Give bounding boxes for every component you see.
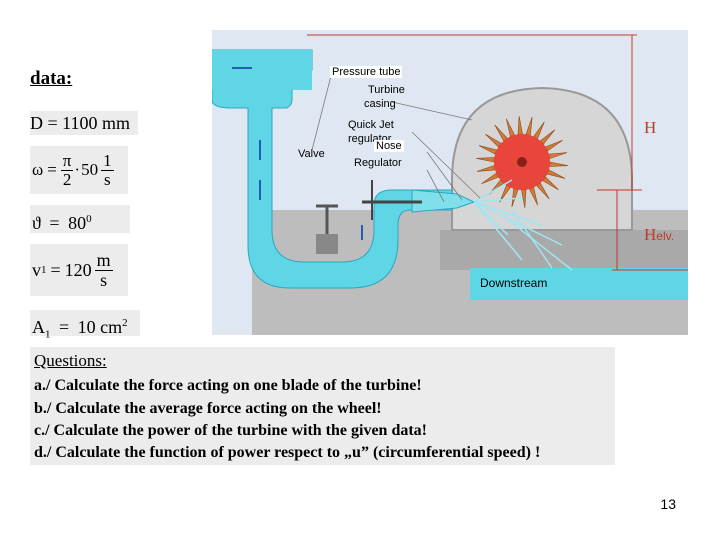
fraction-denominator: 2 — [62, 169, 72, 189]
unit-numerator: 1 — [101, 150, 114, 171]
a-subscript: 1 — [45, 328, 51, 341]
unit-numerator: m — [94, 249, 113, 271]
area-exponent: 2 — [122, 317, 128, 329]
formula-angular-velocity: ω = π 2 · 50 1 s — [30, 146, 128, 194]
question-b: b./ Calculate the average force acting o… — [34, 400, 382, 417]
angle-value: 80 — [68, 213, 87, 233]
headwater — [212, 50, 312, 90]
data-heading: data: — [30, 68, 73, 89]
pelton-turbine-diagram: Pressure tube Turbine casing Quick Jet r… — [212, 30, 688, 335]
page-number: 13 — [660, 496, 676, 512]
area-value: 10 cm — [77, 317, 123, 337]
omega-factor: 50 — [81, 160, 99, 179]
water-spray — [473, 179, 573, 271]
label-head-elv-main: H — [644, 225, 657, 244]
formula-area: A1 = 10 cm2 — [30, 310, 140, 341]
symbol-v: v — [32, 259, 41, 280]
flow-arrows — [232, 67, 363, 240]
equals-sign: = — [50, 259, 61, 280]
formula-angle: ϑ = 800 — [30, 205, 130, 233]
leader-lines — [311, 71, 481, 203]
turbine-illustration — [212, 34, 688, 335]
equals-sign: = — [47, 160, 57, 179]
question-a: a./ Calculate the force acting on one bl… — [34, 377, 422, 394]
label-valve: Valve — [298, 148, 325, 160]
symbol-omega: ω — [32, 160, 44, 179]
symbol-d: D — [30, 113, 43, 133]
unit-fraction: 1 s — [101, 150, 114, 189]
multiply-dot: · — [74, 160, 81, 179]
label-head-elv-sub: elv. — [656, 229, 675, 243]
label-downstream: Downstream — [480, 276, 548, 290]
valve-body — [316, 234, 338, 254]
unit-denominator: s — [100, 269, 108, 290]
equals-sign: = — [47, 113, 58, 133]
pi-over-two-fraction: π 2 — [60, 150, 74, 189]
label-regulator: Regulator — [354, 157, 402, 169]
diameter-value: 1100 mm — [62, 113, 130, 133]
label-nose: Nose — [374, 140, 404, 152]
label-casing: casing — [364, 98, 396, 110]
v-subscript: 1 — [41, 264, 47, 276]
equals-sign: = — [59, 317, 70, 337]
label-quick-jet: Quick Jet — [348, 119, 394, 131]
symbol-theta: ϑ — [32, 213, 41, 233]
questions-box: Questions: a./ Calculate the force actin… — [30, 347, 615, 465]
velocity-value: 120 — [64, 259, 92, 280]
label-turbine: Turbine — [368, 84, 405, 96]
dimension-lines — [307, 34, 688, 271]
downstream-water — [470, 268, 688, 300]
label-pressure-tube: Pressure tube — [330, 66, 403, 78]
formula-diameter: D = 1100 mm — [30, 111, 138, 135]
label-head-h: H — [644, 118, 657, 137]
label-head-elv: Helv. — [644, 225, 674, 245]
question-d: d./ Calculate the function of power resp… — [34, 444, 541, 461]
unit-denominator: s — [104, 169, 111, 189]
symbol-a: A — [32, 317, 45, 337]
runner-hub — [517, 157, 527, 167]
questions-heading: Questions: — [34, 351, 107, 370]
angle-degree: 0 — [86, 213, 92, 225]
equals-sign: = — [49, 213, 60, 233]
question-c: c./ Calculate the power of the turbine w… — [34, 422, 427, 439]
velocity-unit-fraction: m s — [94, 249, 113, 290]
fraction-numerator: π — [60, 150, 74, 171]
